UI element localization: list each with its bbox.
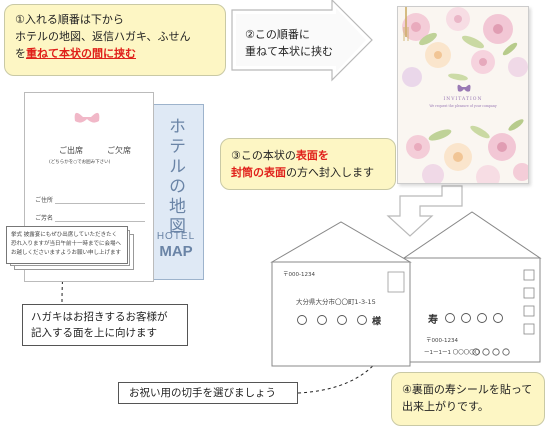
invitation-subtitle: We request the pleasure of your company	[429, 104, 497, 108]
step1-instruction: ①入れる順番は下から ホテルの地図、返信ハガキ、ふせん を重ねて本状の間に挟む	[4, 4, 226, 76]
step4-instruction: ④裏面の寿シールを貼って 出来上がりです。	[391, 372, 545, 426]
back-kotobuki: 寿	[428, 315, 438, 326]
hagaki-note-line1: ハガキはお招きするお客様が	[31, 311, 168, 323]
front-sama: 様	[372, 317, 382, 327]
hotel-map-card: ホテルの地図 HOTEL MAP	[148, 104, 204, 280]
step1-line3-pre: を	[15, 47, 26, 60]
step4-line1: ④裏面の寿シールを貼って	[402, 383, 533, 396]
invitation-card: INVITATION We request the pleasure of yo…	[397, 6, 529, 184]
fusen-text: 挙式 披露宴にもぜひ出席していただきたく 恐れ入りますが当日午前十一時までに会場…	[11, 232, 122, 256]
step1-line2: ホテルの地図、返信ハガキ、ふせん	[15, 30, 191, 43]
fusen-card-front: 挙式 披露宴にもぜひ出席していただきたく 恐れ入りますが当日午前十一時までに会場…	[6, 226, 128, 264]
step3-line2: 封筒の表面の方へ封入します	[231, 164, 385, 181]
step3-instruction: ③この本状の表面を 封筒の表面の方へ封入します	[220, 138, 396, 190]
reply-field1-line	[55, 203, 145, 204]
envelope-back	[402, 211, 542, 363]
envelope-back-circles	[445, 313, 510, 356]
front-zip: 〒000-1234	[283, 272, 315, 278]
step3-line1: ③この本状の表面を	[231, 147, 385, 164]
dashed-arrow-stamp	[297, 311, 399, 394]
step1-line3: を重ねて本状の間に挟む	[15, 45, 215, 62]
envelope-front	[270, 221, 412, 367]
step3-line2-red: 封筒の表面	[231, 166, 286, 179]
hotel-map-en2: MAP	[159, 243, 193, 260]
reply-attend: ご出席	[59, 146, 83, 155]
hotel-map-en1: HOTEL	[156, 231, 196, 242]
step1-line1: ①入れる順番は下から	[15, 13, 124, 26]
stamp-box-icon	[387, 271, 405, 293]
front-address: 大分県大分市〇〇町1-3-15	[296, 298, 376, 306]
hagaki-note: ハガキはお招きするお客様が 記入する面を上に向けます	[22, 304, 188, 346]
reply-absent: ご欠席	[107, 146, 131, 155]
reply-field2: ご芳名	[35, 215, 54, 222]
step3-line1-red: 表面を	[295, 149, 329, 162]
step1-line3-red: 重ねて本状の間に挟む	[26, 47, 136, 60]
step4-line2: 出来上がりです。	[402, 400, 489, 413]
bent-arrow-icon	[386, 185, 463, 237]
step2-line1: ②この順番に	[245, 28, 310, 41]
hotel-map-jp: ホテルの地図	[165, 117, 185, 237]
step2-instruction: ②この順番に 重ねて本状に挟む	[245, 26, 365, 60]
invitation-title: INVITATION	[443, 97, 483, 102]
reply-sub: (どちらかを○でお囲み下さい)	[49, 160, 111, 165]
reply-field2-line	[55, 221, 145, 222]
envelope-front-circles	[297, 315, 367, 325]
step2-line2: 重ねて本状に挟む	[245, 45, 333, 58]
butterfly-icon	[74, 112, 100, 123]
back-address: ー1ー1ー1 〇〇〇〇〇	[424, 350, 481, 356]
stamp-note: お祝い用の切手を選びましょう	[118, 382, 298, 404]
step3-line2-post: の方へ封入します	[286, 166, 374, 179]
step3-line1-pre: ③この本状の	[231, 149, 296, 162]
reply-field1: ご住所	[35, 197, 54, 204]
back-zip: 〒000-1234	[426, 338, 458, 344]
hagaki-note-line2: 記入する面を上に向けます	[31, 327, 157, 339]
floral-pattern-icon	[402, 7, 528, 183]
